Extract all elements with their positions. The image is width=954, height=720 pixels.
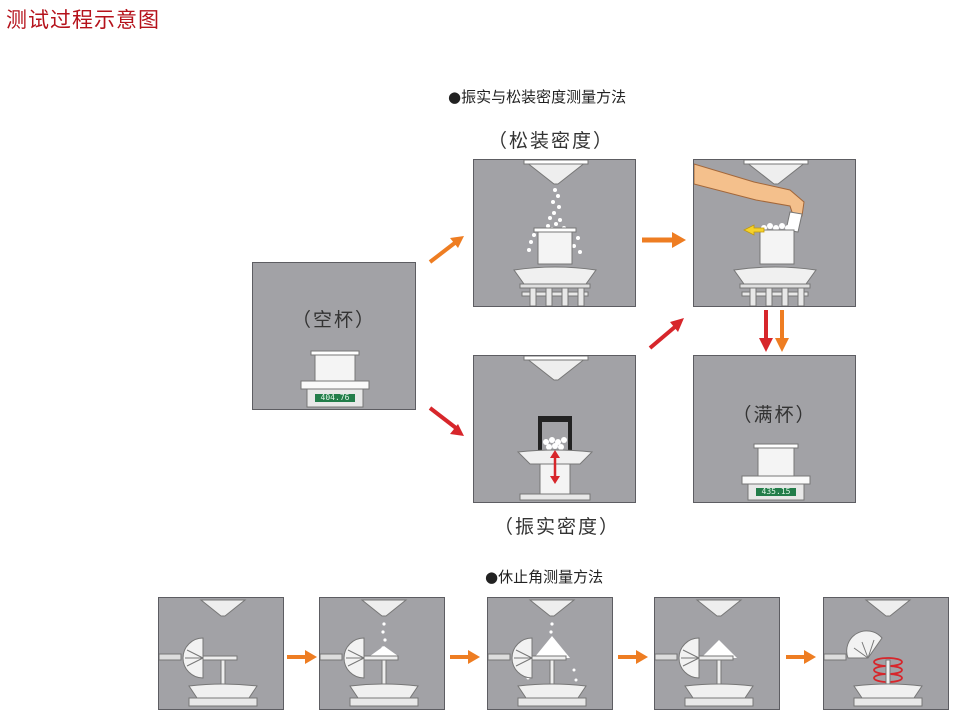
bulk-density-caption: （松装密度） xyxy=(488,130,615,152)
repose-step-4-panel xyxy=(654,597,780,710)
empty-scale-reading: 404.76 xyxy=(320,393,350,402)
repose-section-heading: ●休止角测量方法 xyxy=(485,568,604,586)
full-scale-display xyxy=(756,488,796,496)
repose-step-2-panel xyxy=(319,597,445,710)
arrow-repose-1-2 xyxy=(287,650,317,664)
arrow-repose-4-5 xyxy=(786,650,816,664)
tap-density-panel xyxy=(473,355,636,503)
strike-direction-arrow xyxy=(743,224,765,236)
empty-scale-display xyxy=(315,394,355,402)
repose-step-5-illustration xyxy=(824,599,923,707)
full-cup-illustration xyxy=(741,443,811,501)
tap-density-caption: （振实密度） xyxy=(494,516,621,538)
repose-step-3-illustration xyxy=(488,599,587,707)
density-section-heading: ●振实与松装密度测量方法 xyxy=(448,88,627,106)
strike-off-panel xyxy=(693,159,856,307)
arrow-empty-to-bulk xyxy=(428,236,464,264)
repose-step-2-illustration xyxy=(320,599,419,707)
arrow-bulk-to-strike xyxy=(642,232,686,248)
arrow-tap-to-strike xyxy=(648,318,684,350)
page-title: 测试过程示意图 xyxy=(6,8,160,32)
repose-step-4-illustration xyxy=(655,599,754,707)
arrow-repose-3-4 xyxy=(618,650,648,664)
repose-step-1-illustration xyxy=(159,599,258,707)
full-cup-label: （满杯） xyxy=(732,404,817,426)
arrow-strike-to-full xyxy=(759,310,789,352)
bulk-density-panel xyxy=(473,159,636,307)
full-scale-reading: 435.15 xyxy=(761,487,791,496)
bulk-density-illustration xyxy=(513,160,597,306)
empty-cup-illustration xyxy=(300,350,370,408)
full-cup-panel: （满杯） 435.15 xyxy=(693,355,856,503)
empty-cup-label: （空杯） xyxy=(291,309,376,331)
arrow-repose-2-3 xyxy=(450,650,480,664)
repose-step-3-panel xyxy=(487,597,613,710)
tap-density-illustration xyxy=(516,356,594,501)
repose-step-5-panel xyxy=(823,597,949,710)
empty-cup-panel: （空杯） 404.76 xyxy=(252,262,416,410)
strike-off-illustration xyxy=(694,160,817,306)
repose-step-1-panel xyxy=(158,597,284,710)
arrow-empty-to-tap xyxy=(428,406,464,436)
